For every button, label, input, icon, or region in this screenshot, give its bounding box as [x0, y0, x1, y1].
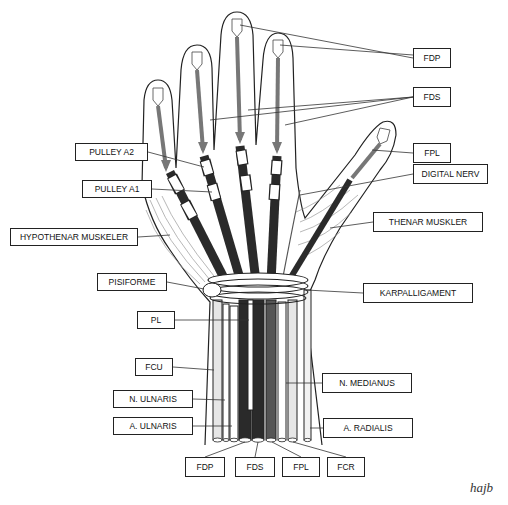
pulley-borders	[172, 150, 277, 218]
label-box: FDP	[185, 457, 225, 477]
forearm-structures	[213, 290, 311, 440]
pisiform-bone	[203, 283, 221, 297]
label-box: N. ULNARIS	[113, 390, 193, 408]
label-text: N. MEDIANUS	[339, 379, 395, 388]
fdp-finger-tendons	[158, 37, 380, 178]
label-text: THENAR MUSKLER	[389, 218, 467, 227]
label-text: FCU	[145, 363, 162, 372]
label-box: HYPOTHENAR MUSKELER	[10, 228, 138, 246]
tube-ends	[213, 438, 311, 442]
label-box: A. RADIALIS	[323, 418, 413, 438]
label-text: PULLEY A2	[89, 148, 134, 157]
label-box: PL	[137, 311, 175, 329]
signature: hajb	[470, 480, 493, 496]
label-text: KARPALLIGAMENT	[380, 289, 456, 298]
label-text: FDS	[424, 93, 441, 102]
label-text: FDP	[424, 54, 441, 63]
label-box: PULLEY A2	[75, 143, 148, 161]
label-text: FPL	[424, 149, 440, 158]
hand-outline	[142, 12, 396, 445]
label-box: PULLEY A1	[82, 180, 152, 198]
label-box: A. ULNARIS	[113, 417, 193, 435]
label-box: FDS	[413, 87, 451, 107]
label-text: FDS	[247, 463, 264, 472]
flexor-tendons	[170, 146, 277, 282]
label-text: PISIFORME	[109, 278, 156, 287]
label-text: FCR	[337, 463, 354, 472]
fpl-tendon	[288, 180, 350, 282]
label-box: FCU	[135, 358, 173, 376]
label-box: N. MEDIANUS	[322, 373, 412, 393]
tendon-arrowheads	[161, 132, 282, 172]
label-box: FCR	[327, 457, 365, 477]
label-box: FPL	[282, 457, 320, 477]
label-text: PULLEY A1	[95, 185, 140, 194]
label-box: FPL	[413, 143, 451, 163]
nail-arrows	[153, 19, 390, 144]
label-text: N. ULNARIS	[129, 395, 177, 404]
label-text: DIGITAL NERV	[422, 170, 480, 179]
label-box: KARPALLIGAMENT	[363, 283, 473, 303]
label-box: FDS	[235, 457, 275, 477]
label-text: FDP	[197, 463, 214, 472]
label-text: HYPOTHENAR MUSKELER	[20, 233, 128, 242]
label-text: PL	[151, 316, 161, 325]
carpal-ligament	[208, 273, 308, 304]
label-box: PISIFORME	[97, 273, 167, 291]
label-box: DIGITAL NERV	[413, 164, 488, 184]
pulleys	[172, 151, 277, 217]
label-box: FDP	[413, 48, 451, 68]
label-box: THENAR MUSKLER	[373, 212, 483, 232]
label-text: A. RADIALIS	[343, 424, 392, 433]
label-text: A. ULNARIS	[129, 422, 176, 431]
digital-nerve	[282, 190, 300, 282]
label-text: FPL	[293, 463, 309, 472]
